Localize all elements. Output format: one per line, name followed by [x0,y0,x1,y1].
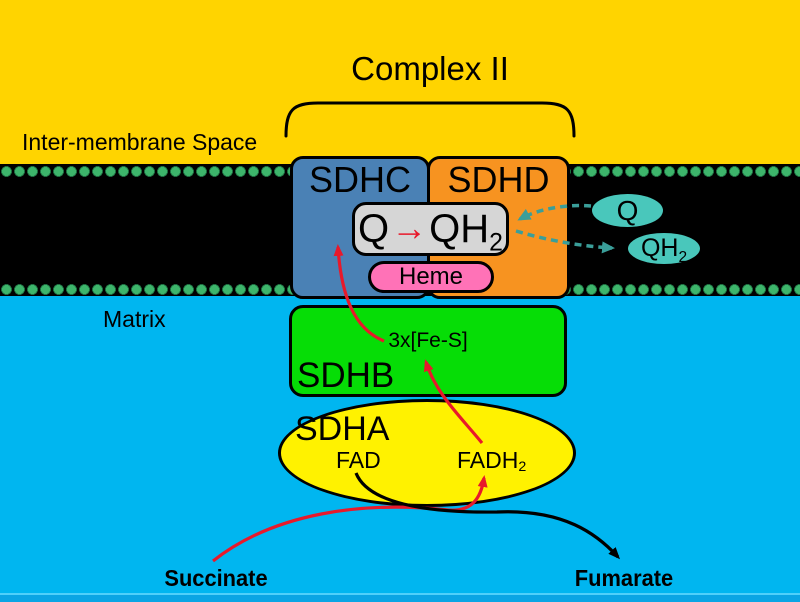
q-label: Q [616,194,639,226]
quinone-reaction-box: Q → QH 2 [352,202,509,256]
ubiquinone-q: Q [592,194,663,227]
sdha-label: SDHA [295,410,390,448]
fadh2-label: FADH2 [457,447,527,476]
qh2-product-label: QH [429,206,490,251]
sdha-subunit: SDHA FAD FADH2 [278,399,576,507]
reaction-arrow-icon: → [391,206,428,248]
heme-label: Heme [398,263,464,290]
intermembrane-space-label: Inter-membrane Space [22,129,258,155]
fadh2-subscript: 2 [518,459,527,476]
qh2-label: QH [640,234,679,262]
fumarate-label: Fumarate [574,565,674,591]
sdhb-label: SDHB [297,356,395,395]
diagram-title: Complex II [351,50,509,87]
q-substrate-label: Q [358,206,390,251]
qh2-product-subscript: 2 [489,229,503,257]
heme-group: Heme [368,261,494,293]
qh2-subscript: 2 [678,248,688,266]
fad-label: FAD [336,447,381,473]
sdhb-subunit: 3x[Fe-S] SDHB [289,305,567,397]
ubiquinol-qh2: QH 2 [628,233,700,266]
sdhd-label: SDHD [447,159,550,200]
matrix-label: Matrix [103,306,166,332]
sdhc-label: SDHC [308,159,411,200]
succinate-label: Succinate [164,565,268,591]
bottom-gradient-strip [0,593,800,602]
iron-sulfur-clusters-label: 3x[Fe-S] [388,329,468,352]
